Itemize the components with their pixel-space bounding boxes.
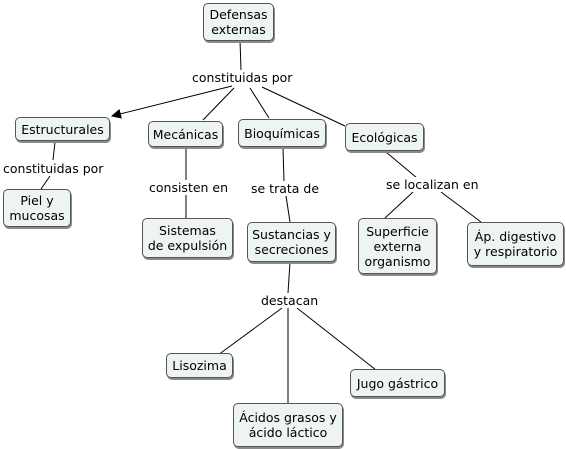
line-to-mecanicas <box>202 87 235 121</box>
node-ecologicas[interactable]: Ecológicas <box>345 123 424 151</box>
link-constituidas-por-estructurales: constituidas por <box>2 161 105 176</box>
node-piel-y-mucosas[interactable]: Piel y mucosas <box>3 189 71 227</box>
node-estructurales[interactable]: Estructurales <box>15 117 110 141</box>
node-sistemas-de-expulsion[interactable]: Sistemas de expulsión <box>142 218 233 258</box>
link-se-localizan-en: se localizan en <box>385 177 480 192</box>
line-bioquimicas-to-phrase <box>282 147 285 182</box>
line-estructurales-to-phrase <box>52 141 56 161</box>
node-bioquimicas[interactable]: Bioquímicas <box>238 119 326 147</box>
node-ap-digestivo-y-respiratorio[interactable]: Áp. digestivo y respiratorio <box>467 222 564 266</box>
line-phrase-to-lisozima <box>217 307 283 356</box>
node-mecanicas[interactable]: Mecánicas <box>148 121 223 147</box>
node-acidos-grasos-y-acido-lactico[interactable]: Ácidos grasos y ácido láctico <box>233 403 343 447</box>
node-lisozima[interactable]: Lisozima <box>166 353 233 378</box>
line-phrase-to-jugo <box>296 307 377 371</box>
line-phrase-to-sustancias <box>285 195 291 223</box>
link-constituidas-por-root: constituidas por <box>191 70 294 85</box>
arrow-to-estructurales <box>111 85 233 119</box>
node-sustancias-y-secreciones[interactable]: Sustancias y secreciones <box>247 222 336 262</box>
line-root-to-phrase <box>239 39 242 71</box>
link-destacan: destacan <box>260 293 320 308</box>
line-to-ecologicas <box>261 86 346 127</box>
line-phrase-to-superficie <box>384 191 414 219</box>
line-phrase-to-piel <box>40 175 51 190</box>
line-sustancias-to-phrase <box>287 261 291 294</box>
line-to-bioquimicas <box>249 87 270 119</box>
node-defensas-externas[interactable]: Defensas externas <box>203 3 274 41</box>
link-se-trata-de: se trata de <box>250 181 321 196</box>
line-ecologicas-to-phrase <box>385 151 418 179</box>
node-superficie-externa-organismo[interactable]: Superficie externa organismo <box>358 218 437 274</box>
line-phrase-to-ap-digestivo <box>440 191 482 223</box>
node-jugo-gastrico[interactable]: Jugo gástrico <box>350 369 445 397</box>
link-consisten-en: consisten en <box>148 180 230 195</box>
